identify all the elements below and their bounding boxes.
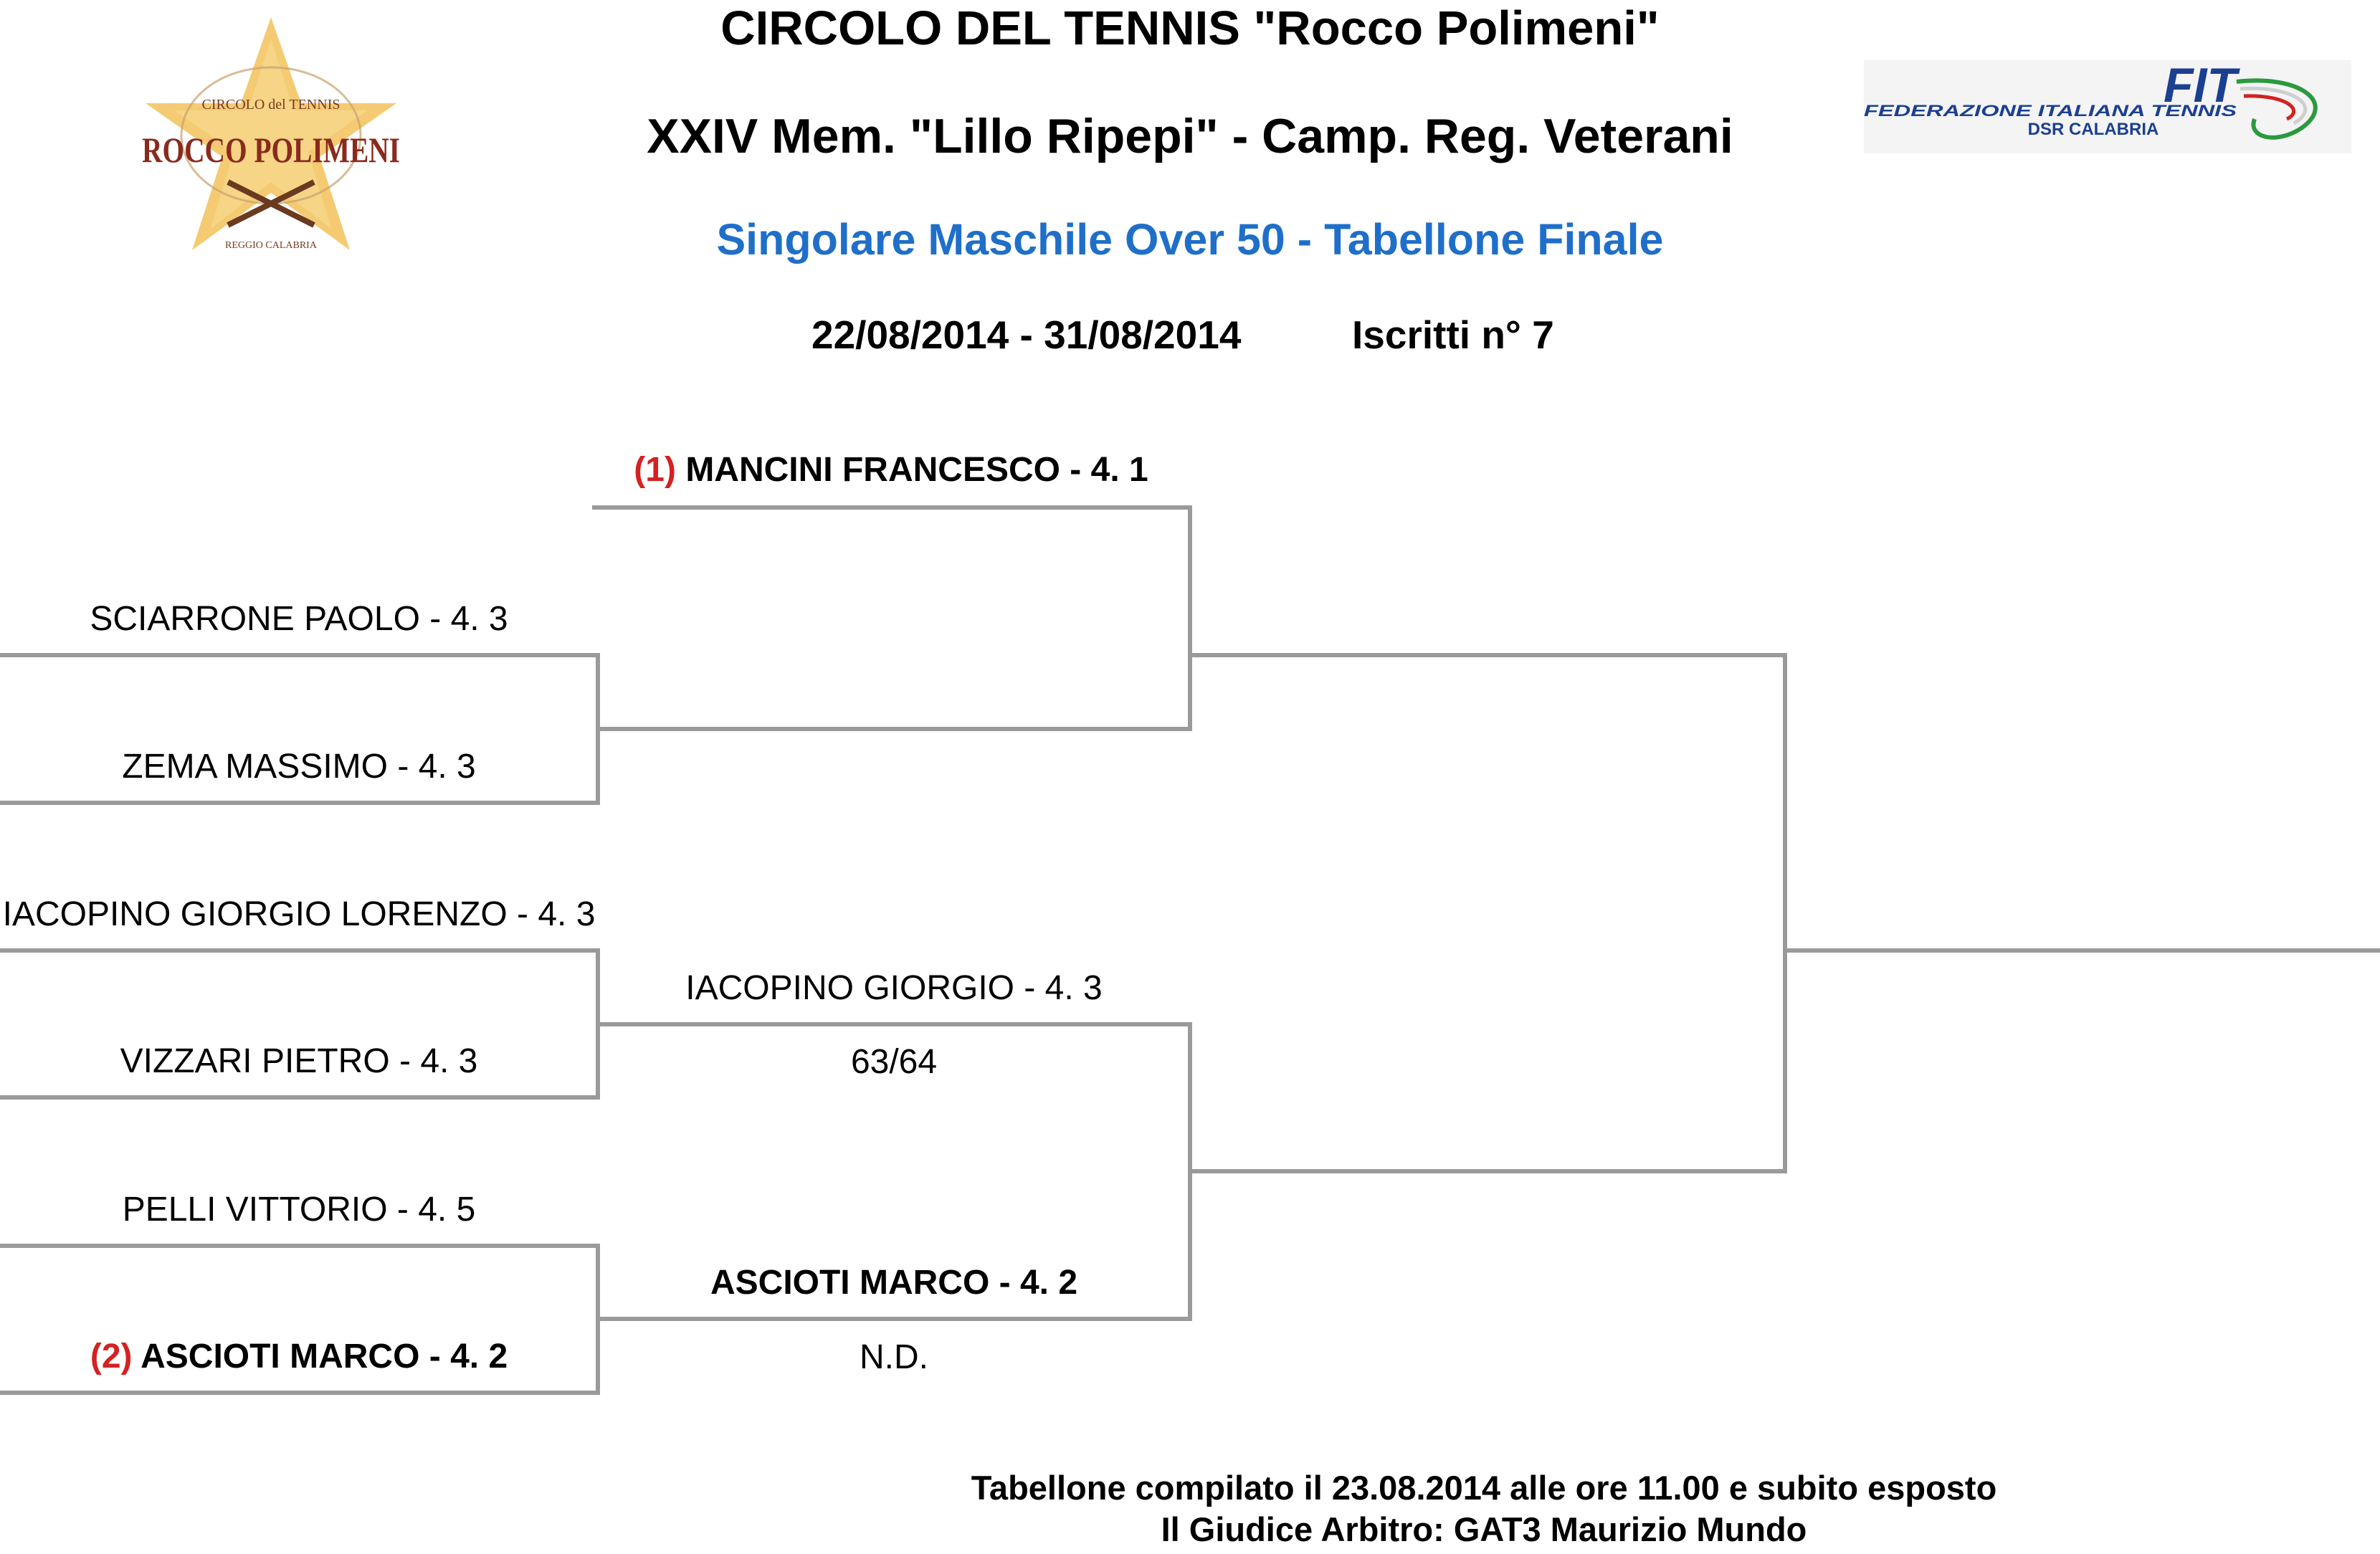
player-name: IACOPINO GIORGIO - 4. 3 — [685, 969, 1103, 1007]
logo-top-text: CIRCOLO del TENNIS — [202, 97, 341, 113]
fit-brand: FIT — [2164, 60, 2240, 113]
player-name: VIZZARI PIETRO - 4. 3 — [120, 1042, 478, 1080]
match-winner: ASCIOTI MARCO - 4. 2 — [598, 1262, 1190, 1305]
seed-number: (2) — [90, 1338, 133, 1376]
player-name: IACOPINO GIORGIO LORENZO - 4. 3 — [2, 895, 596, 933]
match-score: 63/64 — [598, 1041, 1190, 1084]
fit-line1: FEDERAZIONE ITALIANA TENNIS — [1864, 102, 2237, 120]
player-entry: SCIARRONE PAOLO - 4. 3 — [0, 598, 598, 641]
player-name: ASCIOTI MARCO - 4. 2 — [710, 1264, 1078, 1302]
club-logo: CIRCOLO del TENNIS ROCCO POLIMENI REGGIO… — [142, 17, 400, 251]
fit-logo: FIT FEDERAZIONE ITALIANA TENNIS DSR CALA… — [1864, 60, 2351, 153]
logo-main-text: ROCCO POLIMENI — [142, 130, 400, 170]
player-entry: (2) ASCIOTI MARCO - 4. 2 — [0, 1335, 598, 1378]
tournament-name: XXIV Mem. "Lillo Ripepi" - Camp. Reg. Ve… — [647, 109, 1733, 163]
footer-note: Tabellone compilato il 23.08.2014 alle o… — [971, 1469, 1997, 1507]
match-score: N.D. — [598, 1336, 1190, 1379]
fit-line2: DSR CALABRIA — [2028, 120, 2159, 139]
player-name: PELLI VITTORIO - 4. 5 — [122, 1191, 476, 1229]
player-name: MANCINI FRANCESCO - 4. 1 — [685, 451, 1148, 489]
match-winner: IACOPINO GIORGIO - 4. 3 — [598, 967, 1190, 1010]
player-entry: VIZZARI PIETRO - 4. 3 — [0, 1040, 598, 1083]
draw-category: Singolare Maschile Over 50 - Tabellone F… — [716, 215, 1664, 264]
player-entry: IACOPINO GIORGIO LORENZO - 4. 3 — [0, 893, 598, 936]
tennis-racket-icon — [227, 179, 315, 228]
player-name: ZEMA MASSIMO - 4. 3 — [122, 748, 476, 786]
score-text: 63/64 — [850, 1043, 938, 1081]
tournament-dates: 22/08/2014 - 31/08/2014 — [811, 313, 1242, 357]
tricolor-swoosh-icon — [2236, 78, 2318, 140]
referee-line: Il Giudice Arbitro: GAT3 Maurizio Mundo — [1161, 1510, 1807, 1548]
player-name: ASCIOTI MARCO - 4. 2 — [141, 1338, 508, 1376]
player-entry: ZEMA MASSIMO - 4. 3 — [0, 745, 598, 788]
score-text: N.D. — [860, 1338, 928, 1376]
star-icon — [146, 17, 396, 250]
logo-bottom-text: REGGIO CALABRIA — [225, 240, 318, 251]
entries-count: Iscritti n° 7 — [1352, 313, 1554, 357]
player-entry: PELLI VITTORIO - 4. 5 — [0, 1188, 598, 1231]
bye-player: (1) MANCINI FRANCESCO - 4. 1 — [592, 449, 1190, 492]
seed-number: (1) — [634, 451, 676, 489]
page-title: CIRCOLO DEL TENNIS "Rocco Polimeni" — [720, 1, 1660, 55]
player-name: SCIARRONE PAOLO - 4. 3 — [90, 600, 508, 638]
